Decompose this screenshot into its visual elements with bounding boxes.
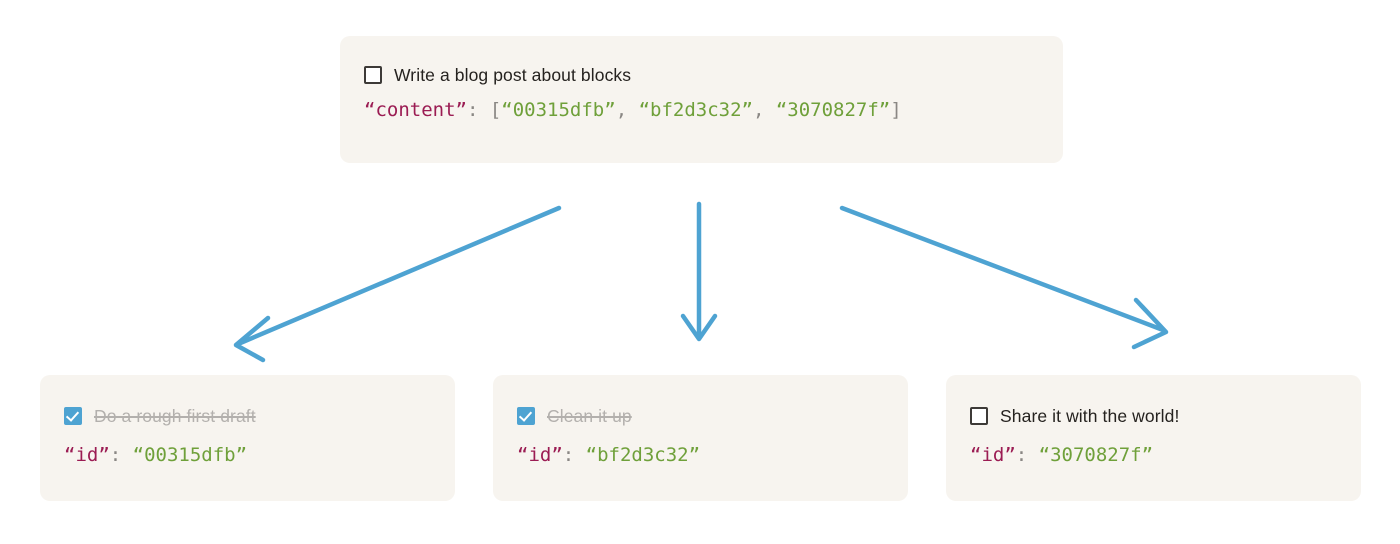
json-value-3: “3070827f” bbox=[775, 99, 891, 121]
child-todo-label-3: Share it with the world! bbox=[1000, 405, 1180, 426]
parent-json-line: “content”: [“00315dfb”, “bf2d3c32”, “307… bbox=[364, 96, 1039, 124]
child-json-line-2: “id”: “bf2d3c32” bbox=[517, 441, 884, 469]
child-todo-row-1[interactable]: Do a rough first draft bbox=[64, 403, 431, 429]
arrow-to-third-child bbox=[839, 205, 1169, 350]
checkbox-checked-icon[interactable] bbox=[64, 407, 82, 425]
parent-todo-label: Write a blog post about blocks bbox=[394, 64, 632, 85]
checkbox-checked-icon[interactable] bbox=[517, 407, 535, 425]
json-space bbox=[574, 444, 585, 466]
child-block-card-1[interactable]: Do a rough first draft “id”: “00315dfb” bbox=[40, 375, 455, 501]
child-todo-row-2[interactable]: Clean it up bbox=[517, 403, 884, 429]
json-space bbox=[121, 444, 132, 466]
child-json-line-3: “id”: “3070827f” bbox=[970, 441, 1337, 469]
json-value: “3070827f” bbox=[1038, 444, 1154, 466]
json-open-bracket: [ bbox=[478, 99, 502, 121]
child-block-card-2[interactable]: Clean it up “id”: “bf2d3c32” bbox=[493, 375, 908, 501]
json-value: “bf2d3c32” bbox=[585, 444, 701, 466]
json-colon: : bbox=[1015, 444, 1028, 466]
child-block-card-3[interactable]: Share it with the world! “id”: “3070827f… bbox=[946, 375, 1361, 501]
checkbox-empty-icon[interactable] bbox=[364, 66, 382, 84]
json-value-1: “00315dfb” bbox=[501, 99, 616, 121]
json-value-2: “bf2d3c32” bbox=[638, 99, 753, 121]
json-space bbox=[1027, 444, 1038, 466]
json-key: “content” bbox=[364, 99, 467, 121]
child-json-line-1: “id”: “00315dfb” bbox=[64, 441, 431, 469]
checkbox-empty-icon[interactable] bbox=[970, 407, 988, 425]
child-todo-row-3[interactable]: Share it with the world! bbox=[970, 403, 1337, 429]
child-todo-label-1: Do a rough first draft bbox=[94, 405, 256, 426]
arrow-to-first-child bbox=[233, 205, 562, 363]
parent-todo-row[interactable]: Write a blog post about blocks bbox=[364, 62, 1039, 88]
json-separator-1: , bbox=[615, 99, 639, 121]
json-key: “id” bbox=[970, 444, 1016, 466]
parent-block-card[interactable]: Write a blog post about blocks “content”… bbox=[340, 36, 1063, 163]
json-colon: : bbox=[109, 444, 122, 466]
json-separator-2: , bbox=[752, 99, 776, 121]
child-todo-label-2: Clean it up bbox=[547, 405, 632, 426]
json-key: “id” bbox=[517, 444, 563, 466]
json-key: “id” bbox=[64, 444, 110, 466]
json-colon: : bbox=[466, 99, 479, 121]
json-value: “00315dfb” bbox=[132, 444, 248, 466]
json-colon: : bbox=[562, 444, 575, 466]
json-close-bracket: ] bbox=[890, 99, 902, 121]
arrow-to-second-child bbox=[680, 201, 718, 342]
